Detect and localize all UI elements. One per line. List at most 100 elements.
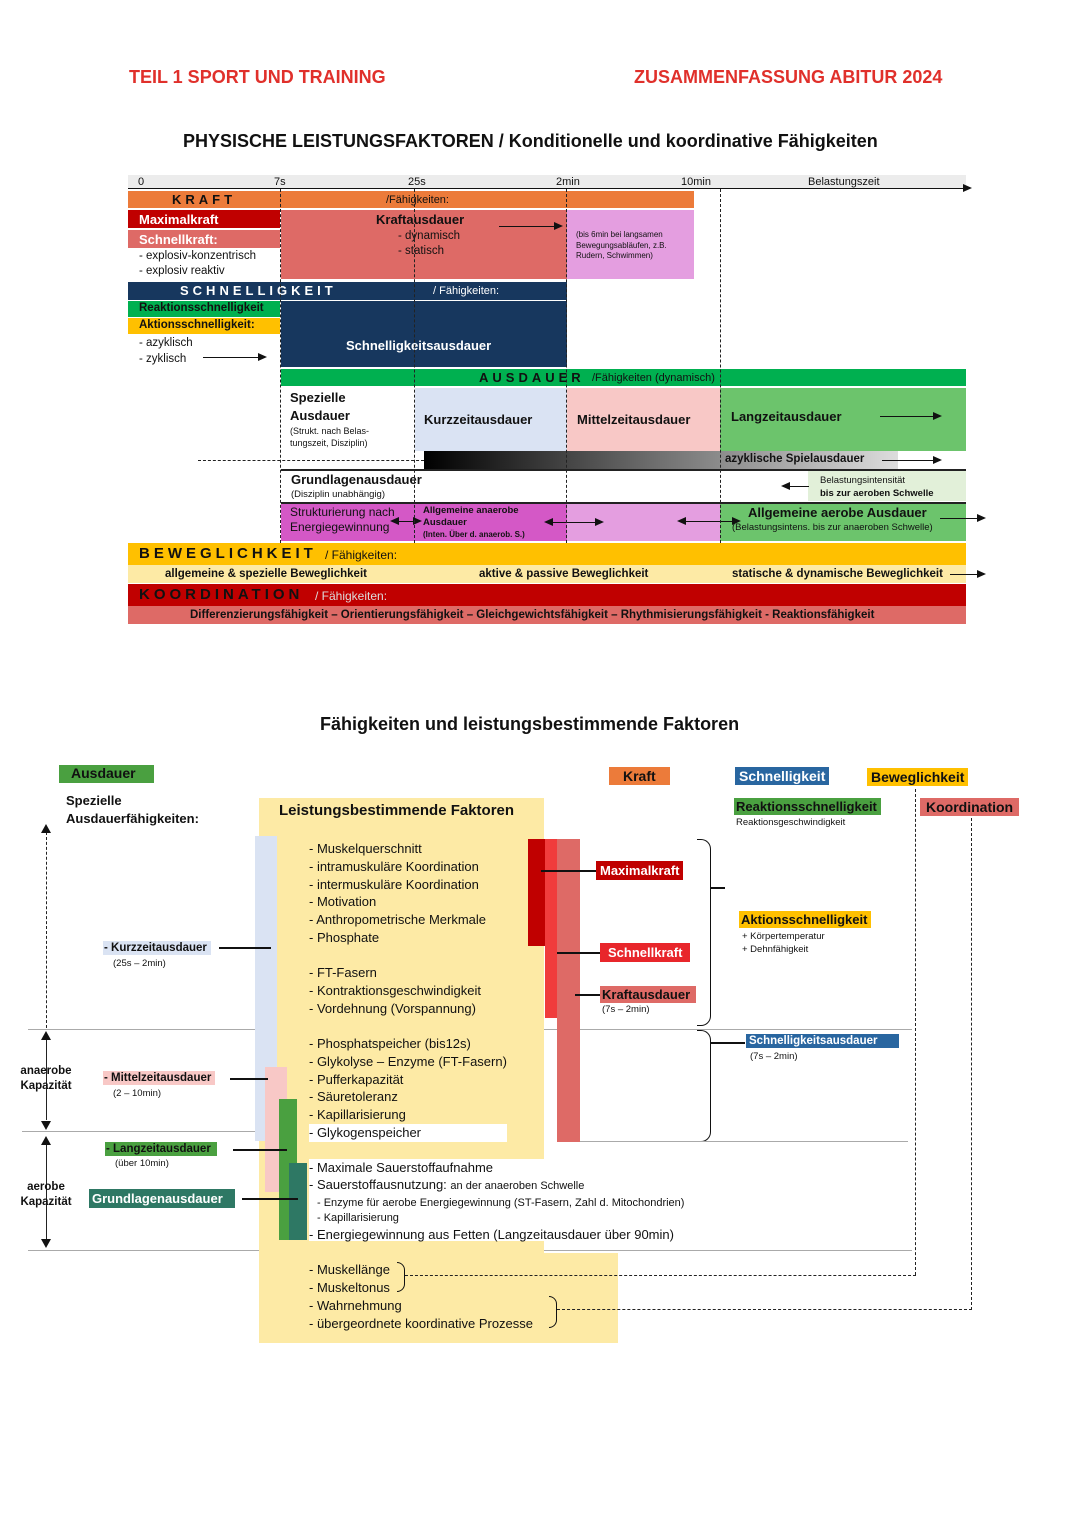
beweglichkeit-item2: aktive & passive Beweglichkeit (479, 568, 649, 580)
kraftausdauer: Kraftausdauer (376, 212, 465, 227)
langzeitausdauer: Langzeitausdauer (731, 409, 842, 424)
struktur-arrow (390, 517, 422, 525)
mittel-arrow (677, 517, 741, 525)
tick-2min: 2min (556, 176, 580, 188)
aerob-bar (720, 504, 966, 541)
koordination-faeh: / Fähigkeiten: (315, 589, 388, 603)
kraftausdauer-time: (7s – 2min) (602, 1004, 650, 1015)
lang-connector (233, 1149, 287, 1151)
tick-25s: 25s (408, 176, 426, 188)
belastung-arrow (781, 482, 809, 490)
header-right: ZUSAMMENFASSUNG ABITUR 2024 (634, 67, 943, 87)
up-arrow-1 (41, 824, 51, 833)
beweglichkeit-item3: statische & dynamische Beweglichkeit (732, 568, 943, 580)
kraftausdauer-vbar (557, 839, 580, 1142)
factors-schnell: - FT-Fasern- Kontraktionsgeschwindigkeit… (309, 965, 481, 1016)
tick-0: 0 (138, 176, 145, 188)
mittelzeitausdauer-label: - Mittelzeitausdauer (103, 1071, 216, 1085)
timeline-bg (128, 175, 966, 189)
schnelligkeitsausdauer: Schnelligkeitsausdauer (346, 338, 492, 353)
belastung-bar (808, 471, 966, 501)
koord-dash-h (557, 1309, 972, 1310)
beweglichkeit-header: BEWEGLICHKEIT (139, 545, 317, 562)
dash-10min (720, 189, 721, 543)
dash-25s (414, 189, 415, 543)
beweglichkeit-header-bar (128, 543, 966, 565)
aerobe-note: (Belastungsintens. bis zur anaeroben Sch… (732, 522, 933, 533)
mittel-connector (230, 1078, 268, 1080)
tick-belastungszeit: Belastungszeit (808, 176, 880, 188)
tick-7s: 7s (274, 176, 286, 188)
spezielle-note: (Strukt. nach Belas-tungszeit, Disziplin… (290, 426, 370, 448)
ausdauer-label: Ausdauer (59, 765, 154, 783)
aktionsschnelligkeit-label: Aktionsschnelligkeit (739, 911, 872, 928)
grundlagen-connector (242, 1198, 298, 1200)
reaktionsschnelligkeit: Reaktionsschnelligkeit (139, 302, 264, 314)
chart2-title: Fähigkeiten und leistungsbestimmende Fak… (320, 714, 740, 734)
kraftausdauer-arrow (499, 222, 563, 230)
aerobe-ausdauer: Allgemeine aerobe Ausdauer (748, 505, 927, 520)
koord-brace (549, 1296, 557, 1328)
kraft-note-bar (567, 210, 694, 279)
kurzzeit-time: (25s – 2min) (113, 958, 166, 969)
schnelligkeit-header-bar (128, 282, 567, 300)
langzeitausdauer-label: - Langzeitausdauer (105, 1142, 217, 1156)
kraftausdauer-sub1: - dynamisch (398, 230, 460, 242)
factors-aerob: - Maximale Sauerstoffaufnahme - Sauersto… (309, 1159, 759, 1242)
kraftausdauer-label: Kraftausdauer (600, 986, 697, 1003)
mittelzeitausdauer-bar (567, 388, 720, 451)
reaktionsgeschwindigkeit: Reaktionsgeschwindigkeit (736, 817, 846, 828)
sep-2 (22, 1131, 272, 1132)
schnellkraft-bar (128, 230, 280, 248)
schnellkraft-label: Schnellkraft (600, 943, 691, 962)
schnelligkeitsausdauer-bar (281, 301, 567, 367)
schnellkraft: Schnellkraft: (139, 232, 218, 247)
kraftausdauer-sub2: - statisch (398, 245, 445, 257)
aerob-arrow (940, 514, 986, 522)
beweglichkeit-label: Beweglichkeit (867, 768, 969, 786)
up-arrow-3 (41, 1136, 51, 1145)
kurzzeitausdauer: Kurzzeitausdauer (424, 412, 533, 427)
schnell-sub1: - azyklisch (139, 337, 193, 349)
maximalkraft-bar (128, 210, 280, 228)
tick-10min: 10min (681, 176, 711, 188)
schnelligkeitsausdauer-label: Schnelligkeitsausdauer (746, 1034, 900, 1048)
maximalkraft: Maximalkraft (139, 212, 219, 227)
dash-7s (280, 189, 281, 543)
schnelligkeit-faeh: / Fähigkeiten: (433, 285, 500, 297)
schnell-connector (557, 952, 600, 954)
langzeit-time: (über 10min) (115, 1158, 169, 1169)
langzeit-arrow (880, 412, 942, 420)
factors-kraft: - Muskelquerschnitt- intramuskuläre Koor… (309, 841, 487, 945)
aktionsschnelligkeit-bar (128, 318, 280, 334)
kraftaus-connector (575, 994, 600, 996)
kraft-brace-tip (711, 887, 725, 889)
schnell-brace (697, 1030, 711, 1142)
mittelzeitausdauer: Mittelzeitausdauer (577, 412, 691, 427)
down-arrow-2 (41, 1239, 51, 1248)
anaerob-upper-dash (46, 832, 47, 1028)
ausdauer-faeh: /Fähigkeiten (dynamisch) (592, 372, 715, 384)
koordination-header-bar (128, 584, 966, 606)
kraftausdauer-bar (281, 210, 567, 279)
factors-beweglich: - Muskellänge- Muskeltonus (309, 1262, 390, 1295)
kraft-label: Kraft (609, 767, 670, 785)
aktionsschnelligkeit: Aktionsschnelligkeit: (139, 319, 255, 331)
ausdauer-header: AUSDAUER (479, 370, 585, 385)
schnell-brace-tip (711, 1042, 745, 1044)
schnell-sub2: - zyklisch (139, 353, 187, 365)
beweglich-dash-h (405, 1275, 916, 1276)
koordination-header: KOORDINATION (139, 586, 304, 603)
zyklisch-arrow (203, 353, 267, 361)
langzeitausdauer-bar (720, 388, 966, 451)
reaktionsschnelligkeit-label: Reaktionsschnelligkeit (734, 798, 881, 815)
schnelligkeit-header: SCHNELLIGKEIT (180, 283, 337, 298)
ausdauer-header-bar (281, 369, 966, 386)
beweglich-dash-v (915, 789, 916, 1275)
